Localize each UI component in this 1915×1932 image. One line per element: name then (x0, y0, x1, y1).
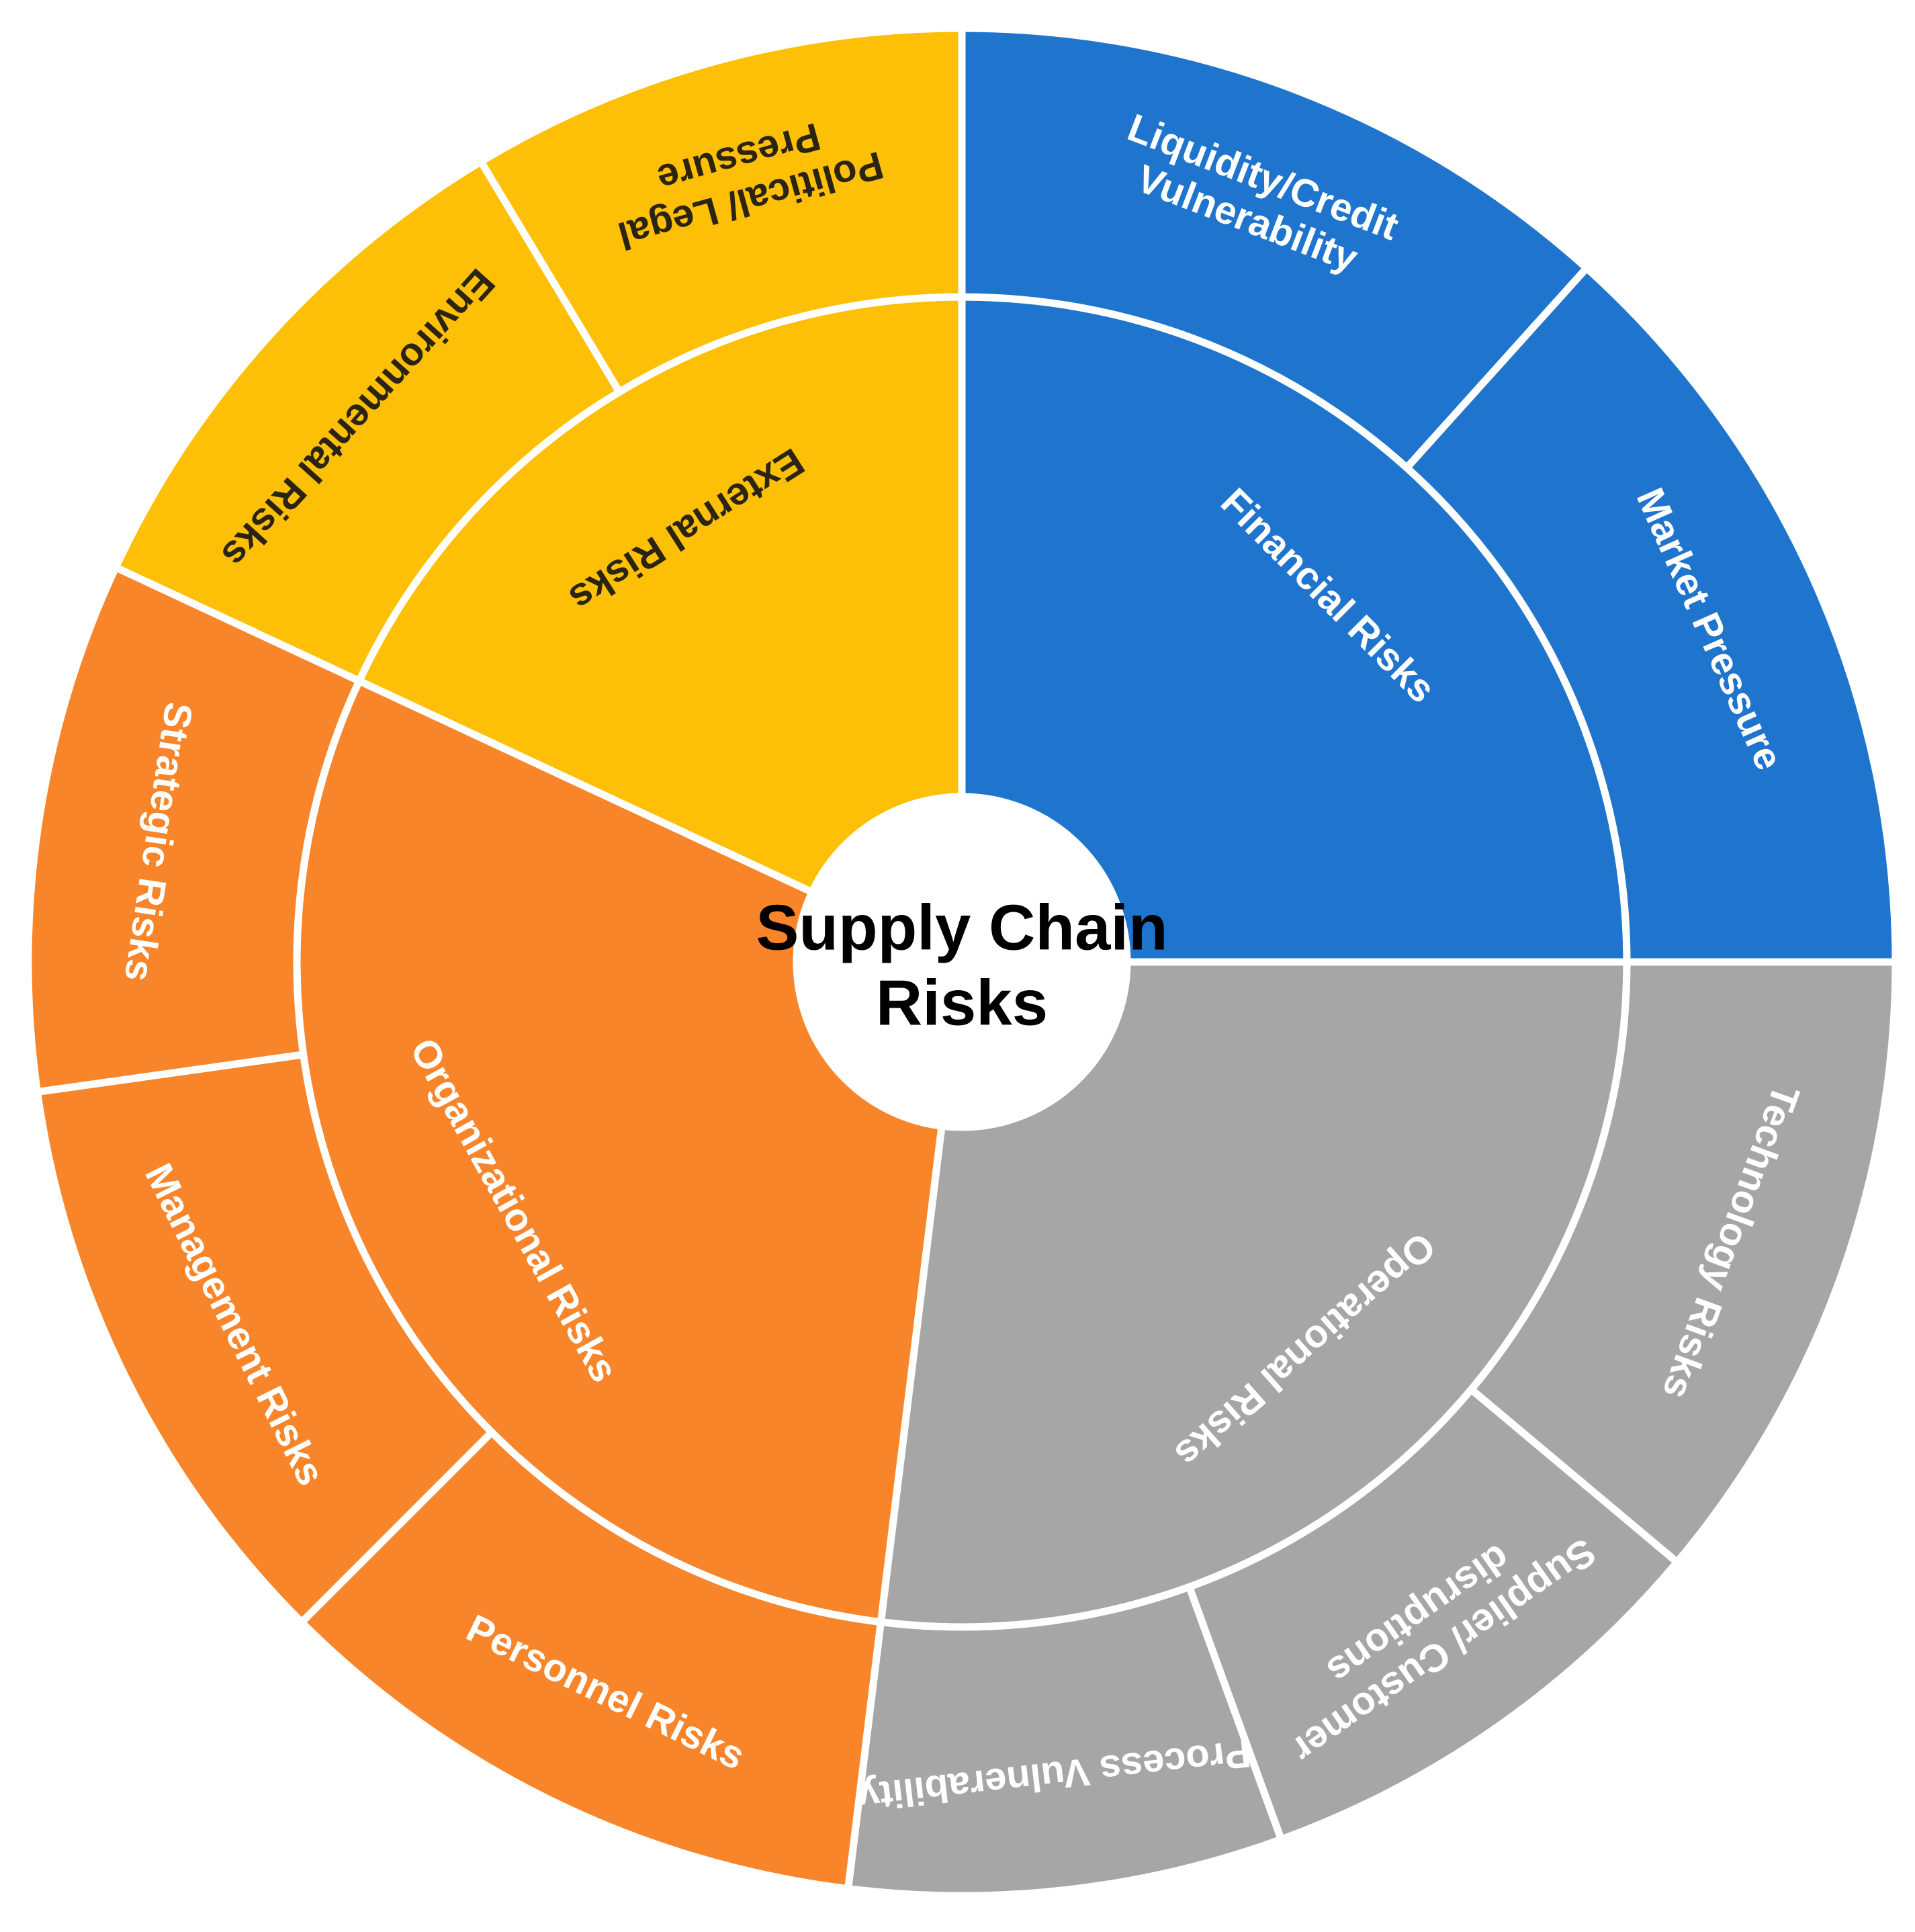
center-title-line2: Risks (876, 967, 1048, 1039)
center-title-line1: Supply Chain (756, 891, 1167, 963)
center-hub (797, 797, 1127, 1127)
outer-segment-political-legal-pressure[interactable] (477, 24, 966, 396)
outer-segment-liquidity-credit-vulnerability[interactable] (958, 24, 1591, 472)
outer-segment-market-pressure[interactable] (1402, 264, 1900, 966)
outer-segment-technology-risks[interactable] (1467, 958, 1900, 1566)
